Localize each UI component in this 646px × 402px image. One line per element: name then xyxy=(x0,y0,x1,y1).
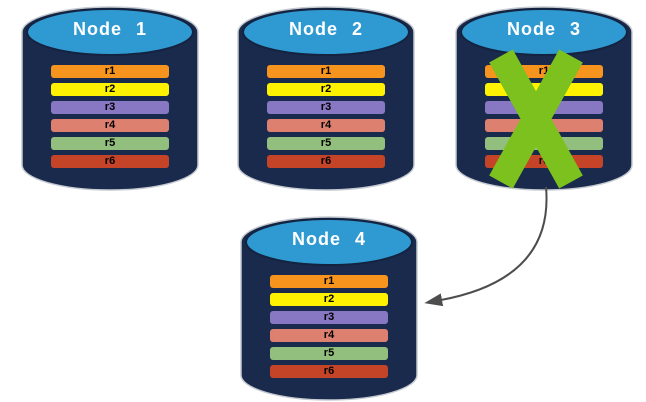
replica-rows: r1 r2 r3 r4 r5 r6 xyxy=(51,65,169,173)
row-r4: r4 xyxy=(267,119,385,132)
node-3: Node 3 r1 r2 r3 r4 r5 r6 xyxy=(455,6,633,192)
node-title: Node 2 xyxy=(288,19,363,39)
row-r2: r2 xyxy=(51,83,169,96)
row-r2: r2 xyxy=(267,83,385,96)
row-r6: r6 xyxy=(267,155,385,168)
row-r6: r6 xyxy=(51,155,169,168)
row-r4: r4 xyxy=(270,329,388,342)
row-r1: r1 xyxy=(51,65,169,78)
row-r5: r5 xyxy=(270,347,388,360)
node-title: Node 1 xyxy=(72,19,147,39)
node-1: Node 1 r1 r2 r3 r4 r5 r6 xyxy=(21,6,199,192)
row-r2: r2 xyxy=(270,293,388,306)
node-2: Node 2 r1 r2 r3 r4 r5 r6 xyxy=(237,6,415,192)
row-r1: r1 xyxy=(267,65,385,78)
row-r1: r1 xyxy=(270,275,388,288)
node-4: Node 4 r1 r2 r3 r4 r5 r6 xyxy=(240,216,418,402)
row-r5: r5 xyxy=(267,137,385,150)
row-r3: r3 xyxy=(51,101,169,114)
replication-arrow xyxy=(424,186,548,307)
row-r6: r6 xyxy=(270,365,388,378)
row-r5: r5 xyxy=(51,137,169,150)
node-title: Node 4 xyxy=(291,229,366,249)
failure-x-icon xyxy=(489,49,583,189)
row-r3: r3 xyxy=(267,101,385,114)
row-r4: r4 xyxy=(51,119,169,132)
replica-rows: r1 r2 r3 r4 r5 r6 xyxy=(267,65,385,173)
replica-rows: r1 r2 r3 r4 r5 r6 xyxy=(270,275,388,383)
node-title: Node 3 xyxy=(506,19,581,39)
row-r3: r3 xyxy=(270,311,388,324)
